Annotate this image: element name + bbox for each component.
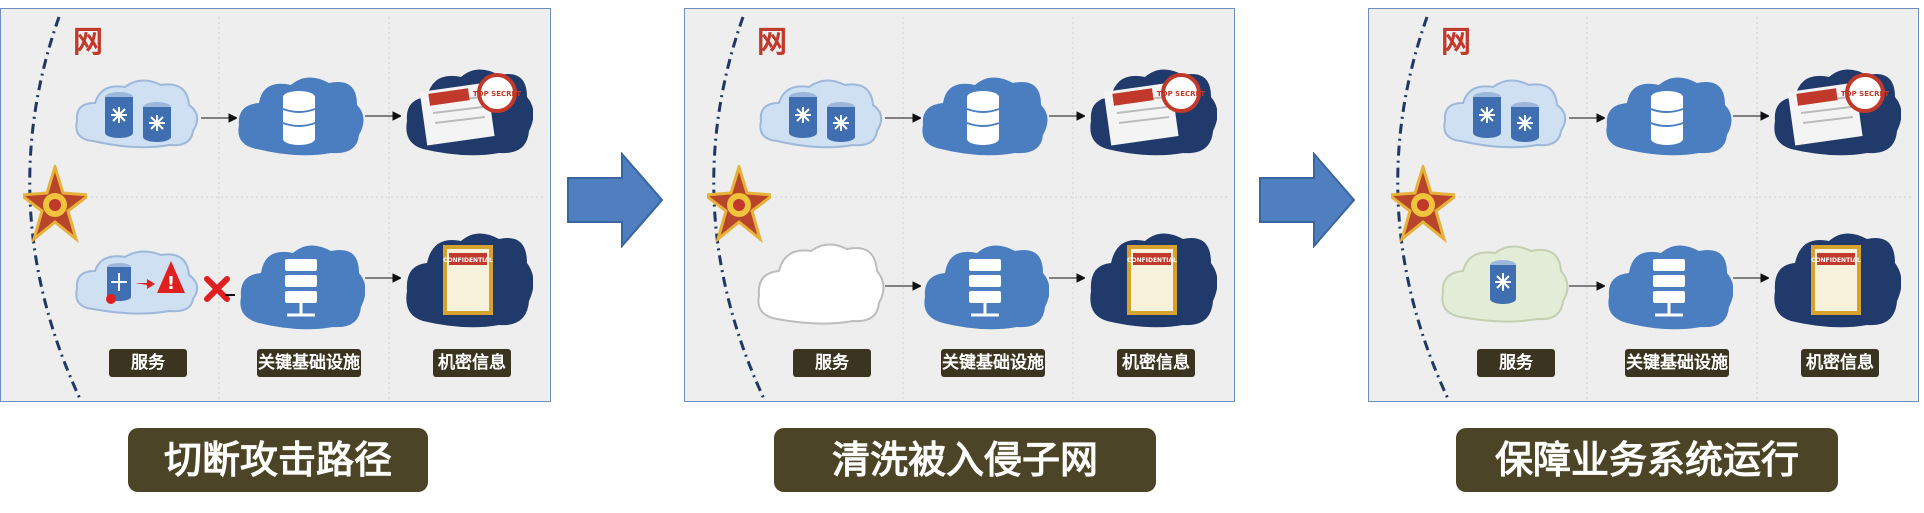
infrastructure-cloud <box>922 77 1048 156</box>
confidential-info-label: 机密信息 <box>433 349 511 377</box>
infrastructure-server-cloud <box>924 245 1049 330</box>
infrastructure-server-cloud <box>240 245 365 330</box>
cleaned-empty-cloud <box>757 243 885 325</box>
party-star-icon <box>707 165 771 244</box>
flow-arrow <box>1733 273 1769 283</box>
confidential-label: CONFIDENTIAL <box>1811 257 1861 264</box>
confidential-info-label: 机密信息 <box>1117 349 1195 377</box>
service-cloud <box>759 79 883 149</box>
confidential-folder-cloud: CONFIDENTIAL <box>1774 233 1901 328</box>
flow-arrow <box>1569 281 1605 291</box>
confidential-folder-cloud: CONFIDENTIAL <box>1090 233 1217 328</box>
stage-panel-2: 网 TOP SECRET <box>684 8 1235 402</box>
service-label: 服务 <box>1477 349 1555 377</box>
network-char: 网 <box>1441 25 1471 60</box>
flow-arrow <box>365 273 401 283</box>
flow-arrow <box>1049 273 1085 283</box>
confidential-label: CONFIDENTIAL <box>1127 257 1177 264</box>
panel-background <box>1396 16 1914 401</box>
stage-caption-1: 切断攻击路径 <box>128 428 428 492</box>
infrastructure-label: 关键基础设施 <box>1625 349 1729 377</box>
secret-document-cloud: TOP SECRET <box>1090 69 1217 156</box>
confidential-label: CONFIDENTIAL <box>443 257 493 264</box>
network-char: 网 <box>757 25 787 60</box>
secret-document-cloud: TOP SECRET <box>1774 69 1901 156</box>
flow-arrow <box>201 113 237 123</box>
flow-arrow <box>365 111 401 121</box>
infrastructure-label: 关键基础设施 <box>257 349 361 377</box>
svg-text:!: ! <box>167 273 175 294</box>
stage-arrow-1 <box>567 152 664 248</box>
restored-service-cloud <box>1441 245 1569 323</box>
service-label: 服务 <box>109 349 187 377</box>
service-label: 服务 <box>793 349 871 377</box>
secret-document-cloud: TOP SECRET <box>406 69 533 156</box>
confidential-info-label: 机密信息 <box>1801 349 1879 377</box>
stage-panel-3: 网 TOP SECRET <box>1368 8 1919 402</box>
infrastructure-label: 关键基础设施 <box>941 349 1045 377</box>
flow-arrow <box>885 113 921 123</box>
party-star-icon <box>1391 165 1455 244</box>
attacked-service-cloud: ! <box>75 250 199 315</box>
flow-arrow <box>885 281 921 291</box>
network-char: 网 <box>73 25 103 60</box>
stage-caption-2: 清洗被入侵子网 <box>774 428 1156 492</box>
flow-arrow <box>1733 111 1769 121</box>
infrastructure-server-cloud <box>1608 245 1733 330</box>
infrastructure-cloud <box>238 77 364 156</box>
top-secret-stamp: TOP SECRET <box>473 90 521 98</box>
flow-arrow <box>1049 111 1085 121</box>
party-star-icon <box>23 165 87 244</box>
confidential-folder-cloud: CONFIDENTIAL <box>406 233 533 328</box>
top-secret-stamp: TOP SECRET <box>1841 90 1889 98</box>
top-secret-stamp: TOP SECRET <box>1157 90 1205 98</box>
panel-background <box>28 16 546 401</box>
stage-caption-3: 保障业务系统运行 <box>1456 428 1838 492</box>
service-cloud <box>75 79 199 149</box>
blocked-cross-icon <box>204 276 235 302</box>
panel-background <box>712 16 1230 401</box>
flow-arrow <box>1569 113 1605 123</box>
stage-panel-1: 网 TOP SECRET <box>0 8 551 402</box>
service-cloud <box>1443 79 1567 149</box>
stage-arrow-2 <box>1259 152 1356 248</box>
infrastructure-cloud <box>1606 77 1732 156</box>
